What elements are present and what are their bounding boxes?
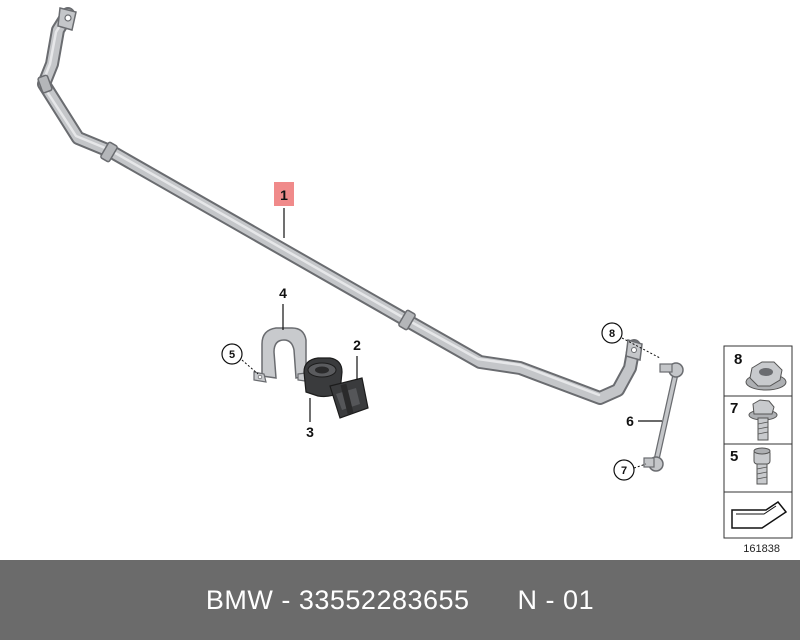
socket-head-screw-icon: [753, 447, 771, 485]
stabilizer-bar: [37, 7, 643, 405]
callout-3[interactable]: 3: [306, 398, 314, 440]
callout-2-label: 2: [353, 337, 361, 353]
diagram-id: 161838: [743, 543, 780, 555]
flange-nut-icon: [745, 361, 787, 391]
callout-3-label: 3: [306, 424, 314, 440]
legend-label-7: 7: [730, 400, 738, 417]
callout-7[interactable]: 7: [613, 459, 647, 481]
callout-4-label: 4: [279, 285, 287, 301]
callout-6[interactable]: 6: [626, 413, 662, 429]
legend-label-5: 5: [730, 448, 738, 465]
footer-text: BMW - 33552283655 N - 01: [205, 584, 595, 615]
arrow-shim-icon: [731, 500, 788, 529]
callout-6-label: 6: [626, 413, 634, 429]
callout-5-label: 5: [229, 349, 235, 361]
callout-1-highlight: [274, 182, 294, 206]
callout-2[interactable]: 2: [353, 337, 361, 380]
hex-flange-bolt-icon: [748, 399, 778, 441]
legend-label-8: 8: [734, 351, 742, 368]
bushing-part: [329, 377, 369, 419]
parts-diagram: 1 4 5 3 2: [37, 7, 793, 555]
callout-8[interactable]: 8: [601, 322, 661, 359]
link-rod-part: [643, 362, 684, 472]
callout-1[interactable]: 1: [274, 182, 294, 238]
callout-1-label: 1: [280, 187, 288, 203]
callout-8-label: 8: [609, 328, 615, 340]
callout-4[interactable]: 4: [279, 285, 287, 330]
footer-banner: BMW - 33552283655 N - 01: [0, 560, 800, 640]
hardware-legend: 8 7 5: [723, 345, 793, 539]
callout-7-label: 7: [621, 465, 627, 477]
callout-5[interactable]: 5: [221, 343, 259, 375]
